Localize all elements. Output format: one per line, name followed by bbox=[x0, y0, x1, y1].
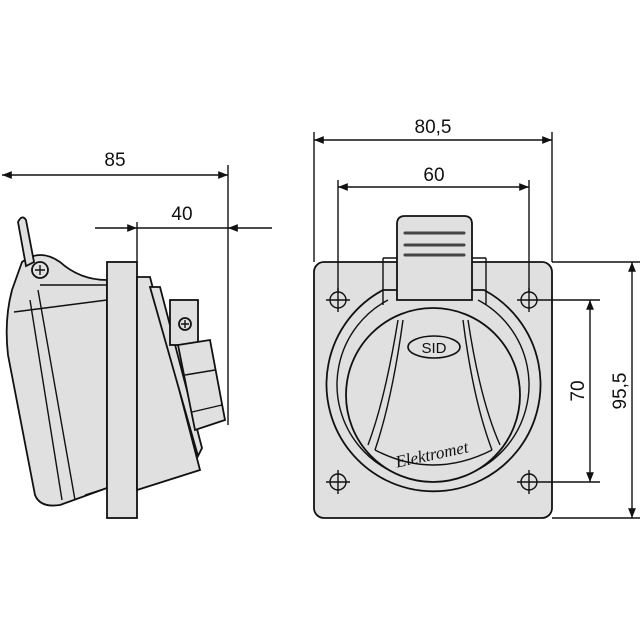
dimension-80-5: 80,5 bbox=[313, 117, 553, 262]
side-flange bbox=[106, 261, 138, 519]
dimension-60: 60 bbox=[337, 165, 530, 292]
dimension-40-label: 40 bbox=[171, 204, 192, 225]
lid-tab bbox=[396, 215, 473, 301]
dimension-95-5: 95,5 bbox=[552, 261, 640, 519]
dimension-85-label: 85 bbox=[104, 150, 125, 171]
dimension-70-label: 70 bbox=[568, 380, 589, 401]
dimension-70: 70 bbox=[541, 299, 600, 483]
dimension-80-5-label: 80,5 bbox=[415, 117, 452, 138]
side-front-body bbox=[136, 276, 202, 492]
front-view: SID Elektromet bbox=[313, 215, 553, 519]
dimension-85: 85 bbox=[2, 150, 229, 425]
side-rear-housing bbox=[5, 254, 108, 507]
dimension-40: 40 bbox=[95, 204, 272, 262]
side-view bbox=[5, 216, 227, 519]
side-latch bbox=[17, 216, 36, 268]
dimension-60-label: 60 bbox=[423, 165, 444, 186]
sid-logo bbox=[407, 335, 461, 359]
sid-logo-text: SID bbox=[421, 340, 446, 357]
dimension-95-5-label: 95,5 bbox=[610, 373, 631, 410]
lid-face bbox=[345, 307, 521, 483]
